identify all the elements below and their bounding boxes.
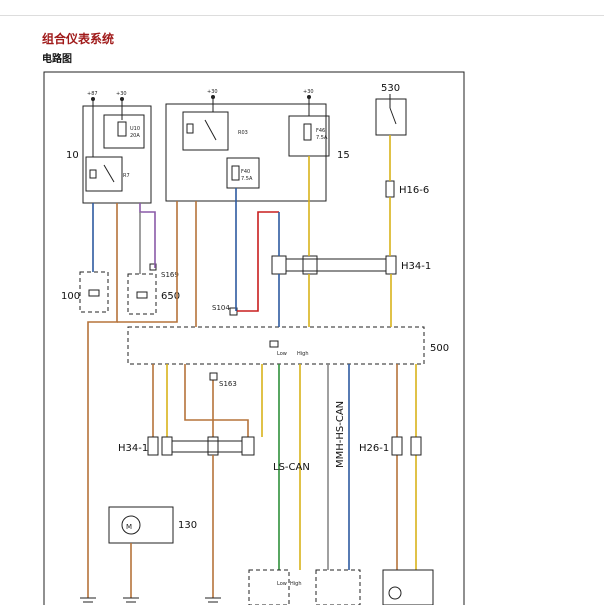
fuse-f40 — [231, 165, 240, 181]
mmh-hs-can-label: MMH-HS-CAN — [335, 401, 346, 468]
box-130-label: 130 — [178, 520, 197, 531]
bottom-box-b — [315, 569, 361, 605]
fuse-f40-housing — [226, 157, 260, 189]
connector-h34-1-pin-a — [271, 255, 287, 275]
wire-brown-box15 — [117, 201, 178, 323]
supply-30b-label: +30 — [207, 89, 218, 95]
wire-violet-650 — [139, 203, 156, 268]
connector-h34-1-pin-b — [302, 255, 318, 275]
fuse-u10-rating: 20A — [130, 133, 140, 139]
fuse-f40-rating: 7.5A — [241, 176, 253, 182]
wire-brown-main — [87, 203, 118, 598]
box-15 — [165, 103, 327, 202]
relay-r7 — [85, 156, 123, 192]
box-500-label: 500 — [430, 343, 449, 354]
splice-s169-label: S169 — [161, 271, 179, 279]
fuse-u10-housing — [103, 114, 145, 149]
splice-s104-label: S104 — [212, 304, 230, 312]
relay-r03-contact — [204, 119, 217, 141]
splice-s163-label: S163 — [219, 380, 237, 388]
switch-530 — [375, 98, 407, 136]
ground-symbol-3 — [205, 597, 221, 603]
bottom-box-c — [382, 569, 434, 605]
high-label-bottom: High — [290, 581, 302, 587]
fuse-f46-rating: 7.5A — [316, 135, 328, 141]
relay-r03-label: R03 — [238, 130, 248, 136]
relay-r7-contact — [103, 164, 115, 183]
connector-h16-6 — [385, 180, 395, 198]
box-650-connector — [136, 291, 148, 299]
splice-s169 — [149, 263, 157, 271]
connector-h26-1-pin-b — [410, 436, 422, 456]
relay-r7-label: R7 — [123, 173, 130, 179]
motor-icon — [121, 515, 141, 535]
sensor-icon — [388, 586, 402, 600]
box-15-label: 15 — [337, 150, 350, 161]
ground-symbol-2 — [123, 597, 139, 603]
fuse-f46 — [303, 123, 312, 141]
relay-r03-coil — [186, 123, 194, 134]
ls-can-label: LS-CAN — [273, 462, 310, 473]
high-label: High — [297, 351, 309, 357]
supply-30c-label: +30 — [303, 89, 314, 95]
box-100-connector — [88, 289, 100, 297]
supply-30a-label: +30 — [116, 91, 127, 97]
connector-h34-1-pin-c — [385, 255, 397, 275]
connector-h34-1-left-label: H34-1 — [118, 443, 148, 454]
connector-h34-1-left-pin-d — [241, 436, 255, 456]
low-label-bottom: Low — [277, 581, 287, 587]
connector-h34-1-left-pin-a — [147, 436, 159, 456]
box-10-label: 10 — [66, 150, 79, 161]
fuse-f46-label: F46 — [316, 128, 325, 134]
connector-h34-1-left-pin-b — [161, 436, 173, 456]
motor-symbol: M — [126, 523, 132, 531]
fuse-u10 — [117, 121, 127, 137]
fuse-f40-label: F40 — [241, 169, 250, 175]
relay-r7-coil — [89, 169, 97, 179]
wire-red-s104 — [237, 211, 279, 312]
connector-h16-6-label: H16-6 — [399, 185, 429, 196]
top-divider — [0, 15, 604, 16]
wire-brown-loop — [184, 364, 249, 437]
page-title: 组合仪表系统 — [42, 32, 115, 46]
box-100 — [79, 271, 109, 313]
box-130 — [108, 506, 174, 544]
box-650 — [127, 273, 157, 315]
box-500 — [127, 326, 425, 365]
box-530-label: 530 — [381, 83, 400, 94]
bottom-box-a — [248, 569, 290, 605]
fuse-u10-label: U10 — [130, 126, 140, 132]
page-subtitle: 电路图 — [42, 54, 72, 65]
diagram-frame — [43, 71, 465, 605]
connector-h26-1-pin-a — [391, 436, 403, 456]
ground-symbol-1 — [80, 597, 96, 603]
box-500-connector — [269, 340, 279, 348]
splice-s163 — [209, 372, 218, 381]
switch-530-contact — [389, 107, 397, 125]
box-100-label: 100 — [61, 291, 80, 302]
low-label: Low — [277, 351, 287, 357]
supply-87-label: +87 — [87, 91, 98, 97]
box-650-label: 650 — [161, 291, 180, 302]
connector-h34-1-right-label: H34-1 — [401, 261, 431, 272]
connector-h26-1-label: H26-1 — [359, 443, 389, 454]
